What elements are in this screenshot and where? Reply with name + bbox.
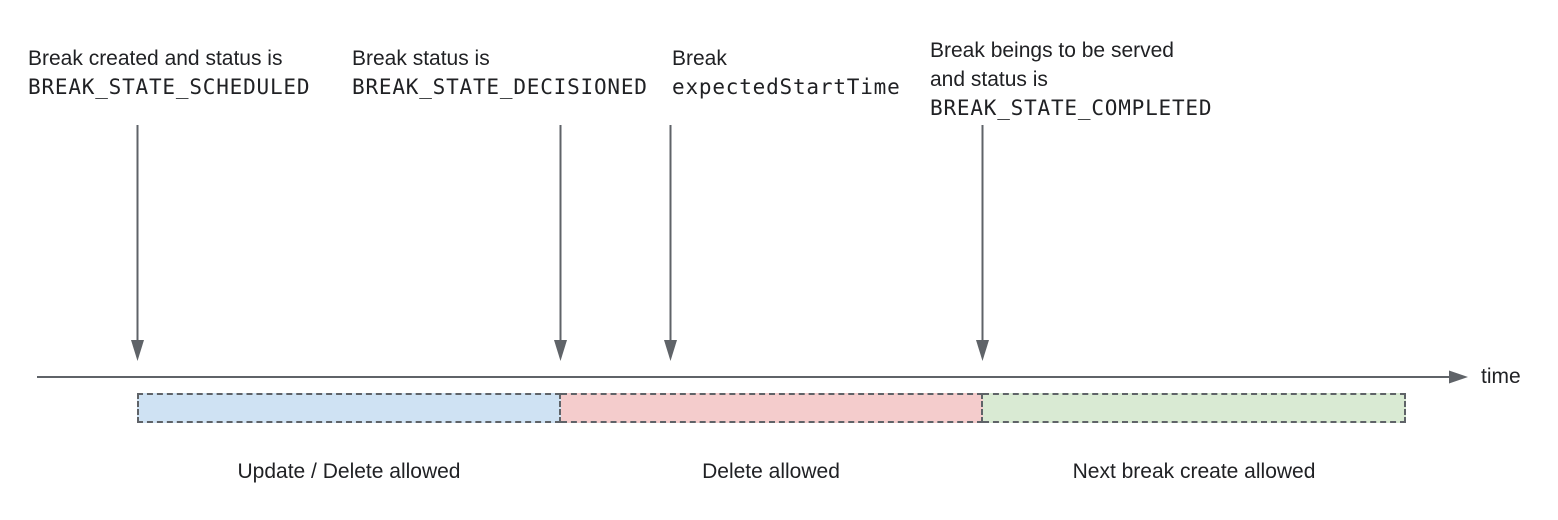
annotation-break-scheduled-code: BREAK_STATE_SCHEDULED — [28, 75, 311, 99]
segment-label-delete-allowed: Delete allowed — [702, 460, 840, 483]
segment-label-next-break-create-allowed: Next break create allowed — [1072, 460, 1316, 483]
annotation-break-completed-text2: and status is — [930, 68, 1048, 91]
time-axis-arrowhead-icon — [1449, 370, 1468, 384]
arrowhead-expected-start-time-icon — [664, 340, 677, 361]
annotation-break-completed-text: Break beings to be served — [930, 39, 1174, 62]
annotation-break-decisioned: Break status is BREAK_STATE_DECISIONED — [352, 44, 648, 102]
annotation-expected-start-time: Break expectedStartTime — [672, 44, 901, 102]
arrowhead-break-completed-icon — [976, 340, 989, 361]
segment-label-update-delete-allowed: Update / Delete allowed — [237, 460, 461, 483]
annotation-break-decisioned-code: BREAK_STATE_DECISIONED — [352, 75, 648, 99]
annotation-expected-start-time-code: expectedStartTime — [672, 75, 901, 99]
arrowhead-break-decisioned-icon — [554, 340, 567, 361]
segment-next-break-create-allowed — [983, 393, 1406, 423]
annotation-expected-start-time-text: Break — [672, 47, 727, 70]
time-axis-label: time — [1481, 365, 1521, 388]
annotation-break-scheduled-text: Break created and status is — [28, 47, 283, 70]
annotation-break-scheduled: Break created and status is BREAK_STATE_… — [28, 44, 310, 102]
arrowhead-break-scheduled-icon — [131, 340, 144, 361]
annotation-break-completed: Break beings to be served and status is … — [930, 36, 1212, 123]
annotation-break-completed-code: BREAK_STATE_COMPLETED — [930, 96, 1213, 120]
segment-delete-allowed — [561, 393, 983, 423]
annotation-break-decisioned-text: Break status is — [352, 47, 490, 70]
segment-update-delete-allowed — [137, 393, 561, 423]
